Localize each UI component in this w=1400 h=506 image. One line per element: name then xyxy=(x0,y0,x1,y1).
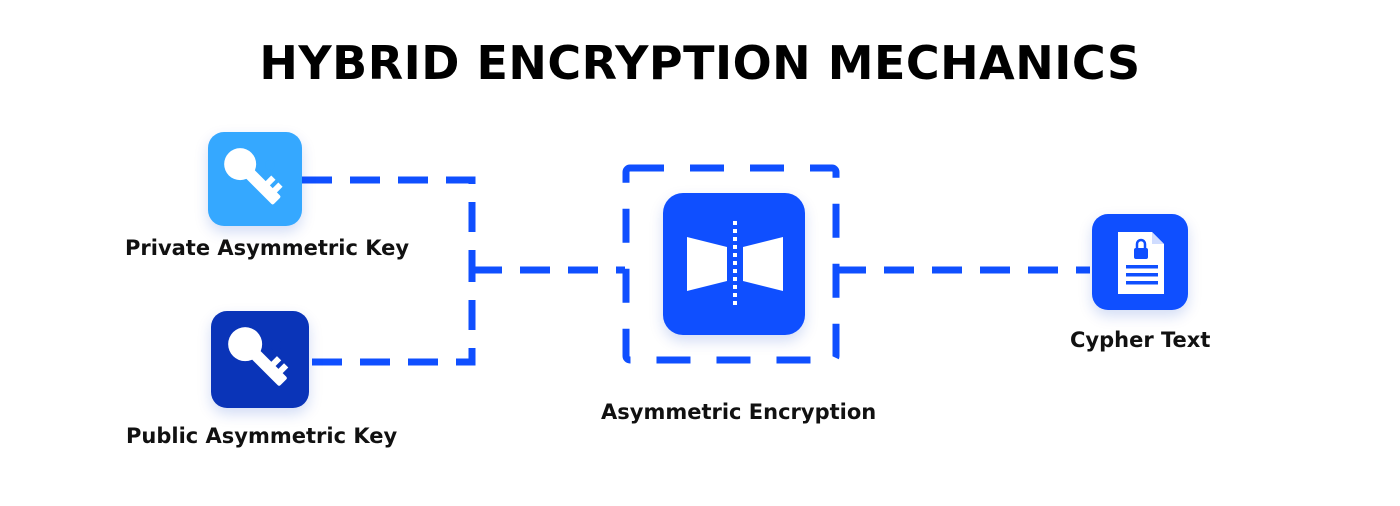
cypher-text-label: Cypher Text xyxy=(1070,328,1211,352)
encryption-frame xyxy=(622,164,840,364)
private-key-connector xyxy=(302,176,476,270)
key-icon xyxy=(228,327,289,386)
split-triangles-icon xyxy=(687,221,783,307)
public-key-tile xyxy=(211,311,309,408)
encryption-label: Asymmetric Encryption xyxy=(601,400,877,424)
public-key-connector xyxy=(312,270,476,366)
locked-document-icon xyxy=(1118,232,1164,294)
private-key-label: Private Asymmetric Key xyxy=(125,236,410,260)
encryption-tile xyxy=(663,193,805,335)
private-key-tile xyxy=(208,132,302,226)
diagram-title: HYBRID ENCRYPTION MECHANICS xyxy=(259,36,1141,90)
key-icon xyxy=(224,148,283,205)
cypher-text-tile xyxy=(1092,214,1188,310)
public-key-label: Public Asymmetric Key xyxy=(126,424,398,448)
